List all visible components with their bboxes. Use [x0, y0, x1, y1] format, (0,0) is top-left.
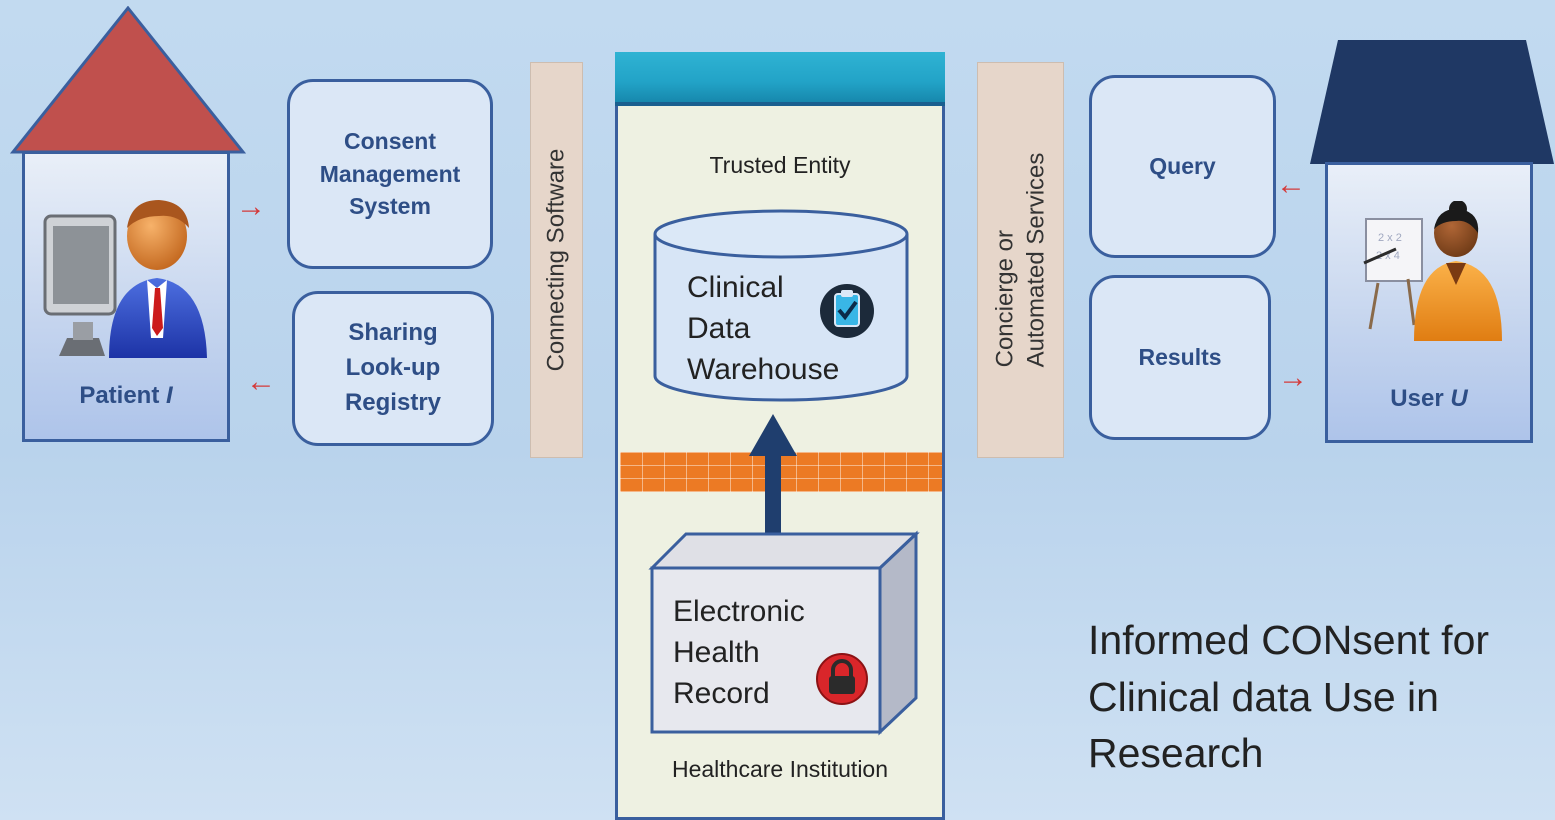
teacher-icon: 2 x 2 2 x 4	[1363, 201, 1502, 341]
svg-text:2 x 2: 2 x 2	[1378, 232, 1402, 244]
patient-roof	[10, 6, 246, 154]
healthcare-institution-label: Healthcare Institution	[671, 756, 889, 782]
connecting-software-label: Connecting Software	[542, 148, 570, 372]
patient-house: Patient I	[10, 6, 246, 444]
results-label: Results	[1138, 344, 1222, 371]
data-warehouse-label: Clinical Data Warehouse	[687, 271, 840, 386]
user-house-body: 2 x 2 2 x 4 User U	[1325, 162, 1533, 443]
user-label: User U	[1328, 385, 1530, 413]
person-at-computer-icon	[43, 200, 207, 358]
consent-management-box: Consent Management System	[287, 79, 493, 269]
user-house: 2 x 2 2 x 4 User U	[1308, 38, 1555, 444]
patient-label-text: Patient	[79, 382, 160, 409]
concierge-strip: Concierge or Automated Services	[977, 62, 1064, 458]
query-label: Query	[1149, 153, 1216, 180]
arrow-to-query-icon: ←	[1276, 168, 1306, 201]
consent-management-label: Consent Management System	[319, 128, 461, 220]
padlock-icon	[816, 653, 868, 705]
sharing-registry-label: Sharing Look-up Registry	[344, 319, 442, 416]
clipboard-check-icon	[820, 284, 874, 338]
arrow-to-user-icon: →	[1278, 361, 1308, 394]
trusted-entity-label: Trusted Entity	[709, 152, 851, 178]
trusted-entity-bar	[615, 52, 945, 106]
user-roof	[1310, 40, 1554, 164]
diagram-caption: Informed CONsent for Clinical data Use i…	[1088, 617, 1490, 777]
sharing-registry-box: Sharing Look-up Registry	[292, 291, 494, 446]
upload-arrow-icon	[749, 414, 797, 546]
patient-label-italic: I	[166, 382, 173, 409]
query-box: Query	[1089, 75, 1276, 258]
arrow-to-consent-icon: →	[236, 190, 266, 223]
results-box: Results	[1089, 275, 1271, 440]
ehr-label: Electronic Health Record	[673, 595, 805, 710]
user-label-italic: U	[1450, 385, 1468, 412]
svg-text:2 x 4: 2 x 4	[1376, 250, 1400, 262]
concierge-label: Concierge or Automated Services	[990, 152, 1049, 368]
patient-label: Patient I	[25, 382, 227, 410]
connecting-software-strip: Connecting Software	[530, 62, 583, 458]
data-warehouse-cylinder	[653, 209, 909, 402]
user-label-text: User	[1390, 385, 1444, 412]
patient-house-body: Patient I	[22, 151, 230, 442]
arrow-to-patient-icon: ←	[246, 365, 276, 398]
